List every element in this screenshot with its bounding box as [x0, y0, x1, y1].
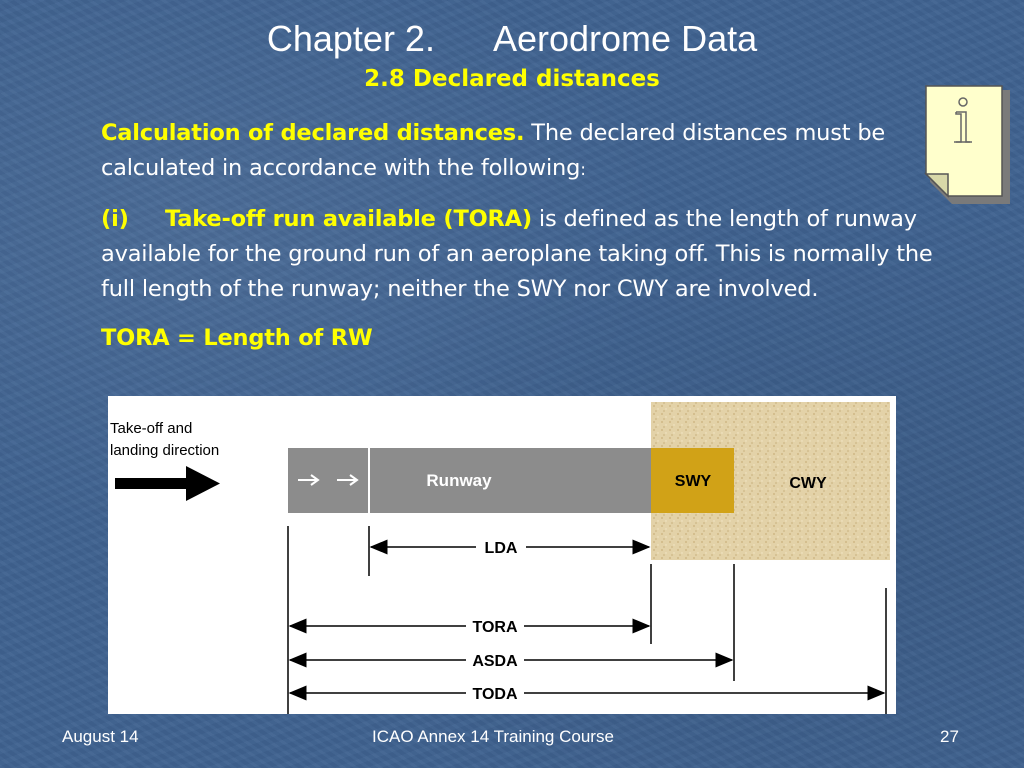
direction-arrow-icon [115, 466, 220, 501]
tora-heading: Take-off run available (TORA) [165, 206, 532, 232]
runway-label: Runway [426, 471, 492, 490]
footer-course: ICAO Annex 14 Training Course [372, 727, 614, 746]
direction-label-2: landing direction [110, 442, 219, 459]
lda-label: LDA [485, 540, 518, 557]
swy-area [651, 448, 734, 513]
calculation-colon: : [580, 160, 586, 180]
paragraph-tora: (i) Take-off run available (TORA) is defi… [101, 202, 961, 307]
declared-distances-diagram: Runway SWY CWY Take-off and landing dire… [110, 402, 890, 714]
direction-label-1: Take-off and [110, 420, 192, 437]
toda-dimension: TODA [288, 685, 886, 703]
toda-label: TODA [472, 686, 517, 703]
lda-dimension: LDA [369, 539, 651, 557]
slide-subtitle: 2.8 Declared distances [364, 66, 660, 92]
footer-date: August 14 [62, 727, 139, 746]
item-number: (i) [101, 206, 129, 232]
slide-title: Chapter 2. Aerodrome Data [266, 18, 758, 59]
slide-body: Calculation of declared distances. The d… [101, 116, 961, 370]
extension-lines [287, 526, 887, 714]
paragraph-calculation: Calculation of declared distances. The d… [101, 116, 961, 188]
footer-page-number: 27 [940, 727, 959, 746]
swy-label: SWY [675, 473, 712, 490]
formula: TORA = Length of RW [101, 325, 373, 351]
info-note-icon [924, 85, 1010, 204]
runway-arrows [298, 474, 359, 486]
cwy-label: CWY [789, 475, 827, 492]
declared-distances-figure: Runway SWY CWY Take-off and landing dire… [108, 396, 896, 714]
tora-label: TORA [472, 619, 517, 636]
calculation-text: The declared distances must be calculate… [101, 120, 886, 181]
tora-dimension: TORA [288, 618, 651, 636]
tora-text: is defined as the length of runway avail… [101, 206, 933, 302]
asda-dimension: ASDA [288, 652, 734, 670]
asda-label: ASDA [472, 653, 518, 670]
calculation-heading: Calculation of declared distances. [101, 120, 525, 146]
